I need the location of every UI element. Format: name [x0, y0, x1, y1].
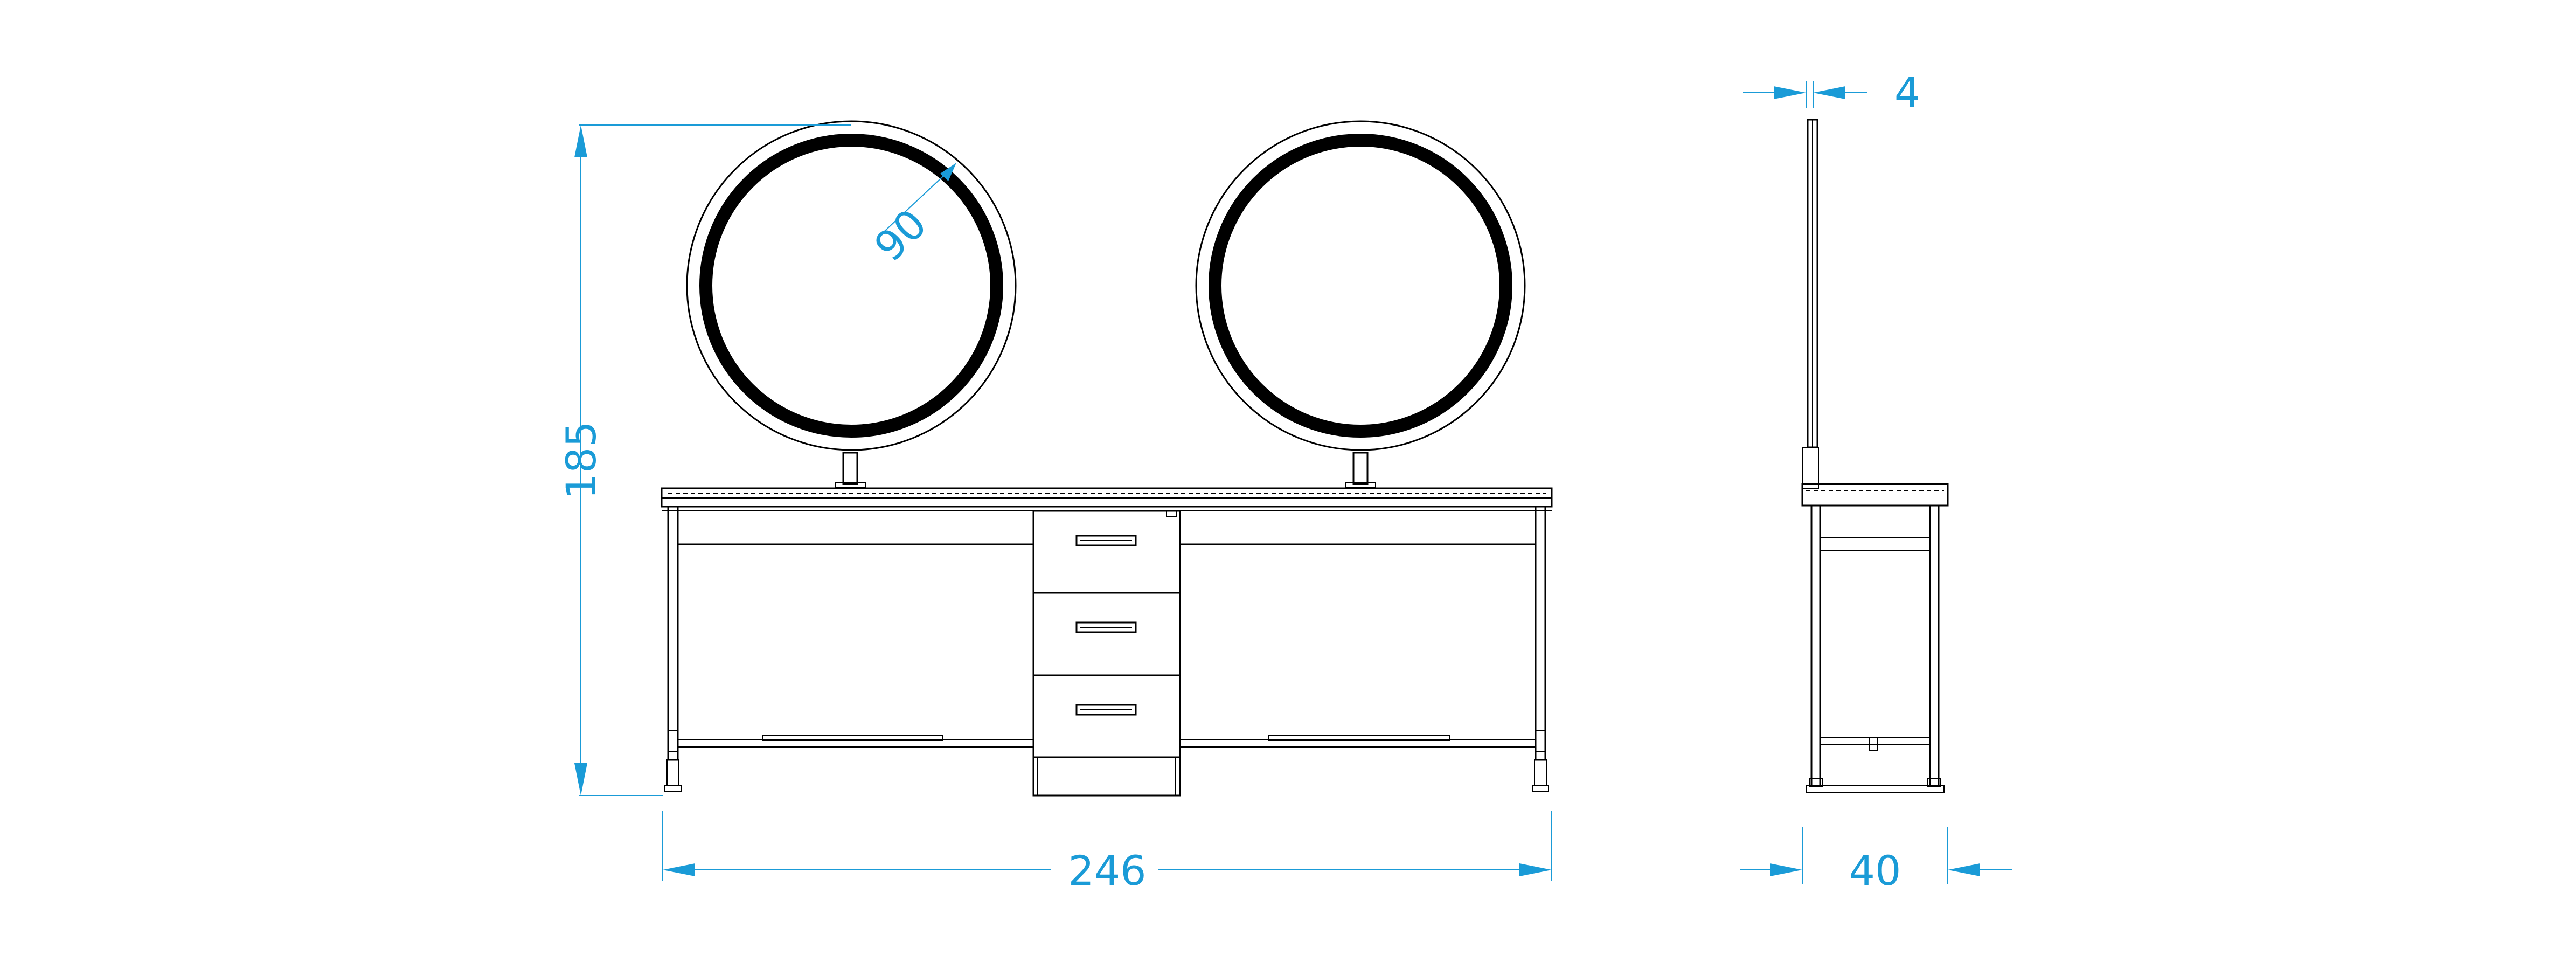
dimension-side-depth: 40: [1740, 827, 2012, 895]
drawer-handle: [1075, 704, 1137, 716]
right-mirror: [1195, 120, 1526, 488]
countertop: [661, 487, 1553, 511]
side-countertop: [1801, 483, 1949, 507]
dimension-label: 90: [865, 200, 936, 271]
drawer-handle: [1075, 621, 1137, 633]
dimension-total-width: 246: [662, 811, 1552, 895]
dimension-label: 4: [1894, 68, 1920, 116]
dimension-label: 246: [1068, 847, 1146, 895]
vanity-frame: [664, 506, 1549, 792]
dimension-label: 40: [1849, 847, 1901, 895]
side-frame: [1806, 504, 1945, 793]
dimension-label: 185: [557, 421, 605, 499]
dimension-total-height: 185: [557, 124, 851, 796]
dimension-mirror-depth: 4: [1743, 68, 1920, 116]
side-mirror: [1802, 119, 1819, 489]
side-view: [1801, 119, 1949, 793]
front-view: [661, 120, 1553, 797]
drawer-handle: [1075, 535, 1137, 546]
left-mirror: [686, 120, 1017, 488]
drawer-unit: [1032, 510, 1181, 797]
